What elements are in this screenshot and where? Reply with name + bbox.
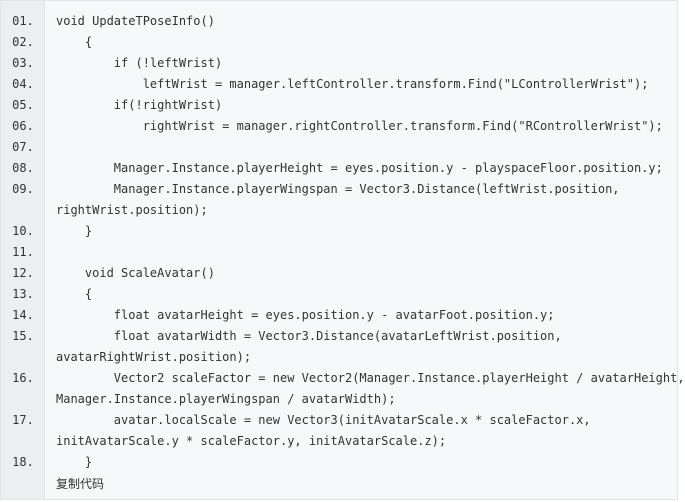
line-number: 08. bbox=[12, 161, 34, 175]
code-text: initAvatarScale.y * scaleFactor.y, initA… bbox=[56, 434, 447, 448]
line-number: 17. bbox=[12, 413, 34, 427]
code-line: avatarRightWrist.position); bbox=[1, 347, 679, 368]
code-line: 15. float avatarWidth = Vector3.Distance… bbox=[1, 326, 679, 347]
line-number: 07. bbox=[12, 140, 34, 154]
code-text: } bbox=[56, 455, 93, 469]
code-line: 02. { bbox=[1, 32, 679, 53]
code-text: Manager.Instance.playerHeight = eyes.pos… bbox=[56, 161, 663, 175]
code-text: void ScaleAvatar() bbox=[56, 266, 215, 280]
code-text: leftWrist = manager.leftController.trans… bbox=[56, 77, 649, 91]
code-text: rightWrist = manager.rightController.tra… bbox=[56, 119, 663, 133]
line-number: 16. bbox=[12, 371, 34, 385]
code-line: initAvatarScale.y * scaleFactor.y, initA… bbox=[1, 431, 679, 452]
line-number: 04. bbox=[12, 77, 34, 91]
code-line: 06. rightWrist = manager.rightController… bbox=[1, 116, 679, 137]
code-text: float avatarHeight = eyes.position.y - a… bbox=[56, 308, 555, 322]
code-text: if (!leftWrist) bbox=[56, 56, 223, 70]
line-number: 06. bbox=[12, 119, 34, 133]
code-line: 07. bbox=[1, 137, 679, 158]
code-text: float avatarWidth = Vector3.Distance(ava… bbox=[56, 329, 562, 343]
code-line: 05. if(!rightWrist) bbox=[1, 95, 679, 116]
code-text: { bbox=[56, 287, 93, 301]
line-number: 15. bbox=[12, 329, 34, 343]
line-number: 01. bbox=[12, 14, 34, 28]
code-line: 18. } bbox=[1, 452, 679, 473]
code-text: avatarRightWrist.position); bbox=[56, 350, 252, 364]
code-line: 03. if (!leftWrist) bbox=[1, 53, 679, 74]
code-text: { bbox=[56, 35, 93, 49]
code-line: 10. } bbox=[1, 221, 679, 242]
code-text: avatar.localScale = new Vector3(initAvat… bbox=[56, 413, 591, 427]
line-number: 09. bbox=[12, 182, 34, 196]
code-line: 11. bbox=[1, 242, 679, 263]
code-line: rightWrist.position); bbox=[1, 200, 679, 221]
code-text: Manager.Instance.playerWingspan = Vector… bbox=[56, 182, 620, 196]
line-number: 11. bbox=[12, 245, 34, 259]
line-number: 12. bbox=[12, 266, 34, 280]
line-number: 13. bbox=[12, 287, 34, 301]
code-line: 13. { bbox=[1, 284, 679, 305]
code-line: Manager.Instance.playerWingspan / avatar… bbox=[1, 389, 679, 410]
line-number: 10. bbox=[12, 224, 34, 238]
code-line: 01. void UpdateTPoseInfo() bbox=[1, 11, 679, 32]
line-number: 03. bbox=[12, 56, 34, 70]
code-line: 09. Manager.Instance.playerWingspan = Ve… bbox=[1, 179, 679, 200]
line-number: 18. bbox=[12, 455, 34, 469]
copy-code-link[interactable]: 复制代码 bbox=[56, 477, 105, 491]
code-line: 17. avatar.localScale = new Vector3(init… bbox=[1, 410, 679, 431]
code-line: 04. leftWrist = manager.leftController.t… bbox=[1, 74, 679, 95]
line-number: 02. bbox=[12, 35, 34, 49]
code-text: void UpdateTPoseInfo() bbox=[56, 14, 215, 28]
code-line: 16. Vector2 scaleFactor = new Vector2(Ma… bbox=[1, 368, 684, 389]
code-text: } bbox=[56, 224, 93, 238]
code-text: rightWrist.position); bbox=[56, 203, 208, 217]
code-text: if(!rightWrist) bbox=[56, 98, 223, 112]
line-number: 05. bbox=[12, 98, 34, 112]
code-line: 12. void ScaleAvatar() bbox=[1, 263, 679, 284]
code-line: 08. Manager.Instance.playerHeight = eyes… bbox=[1, 158, 679, 179]
code-text: Vector2 scaleFactor = new Vector2(Manage… bbox=[56, 371, 685, 385]
code-text: Manager.Instance.playerWingspan / avatar… bbox=[56, 392, 396, 406]
code-line: 14. float avatarHeight = eyes.position.y… bbox=[1, 305, 679, 326]
line-number: 14. bbox=[12, 308, 34, 322]
line-number-gutter bbox=[1, 1, 45, 499]
